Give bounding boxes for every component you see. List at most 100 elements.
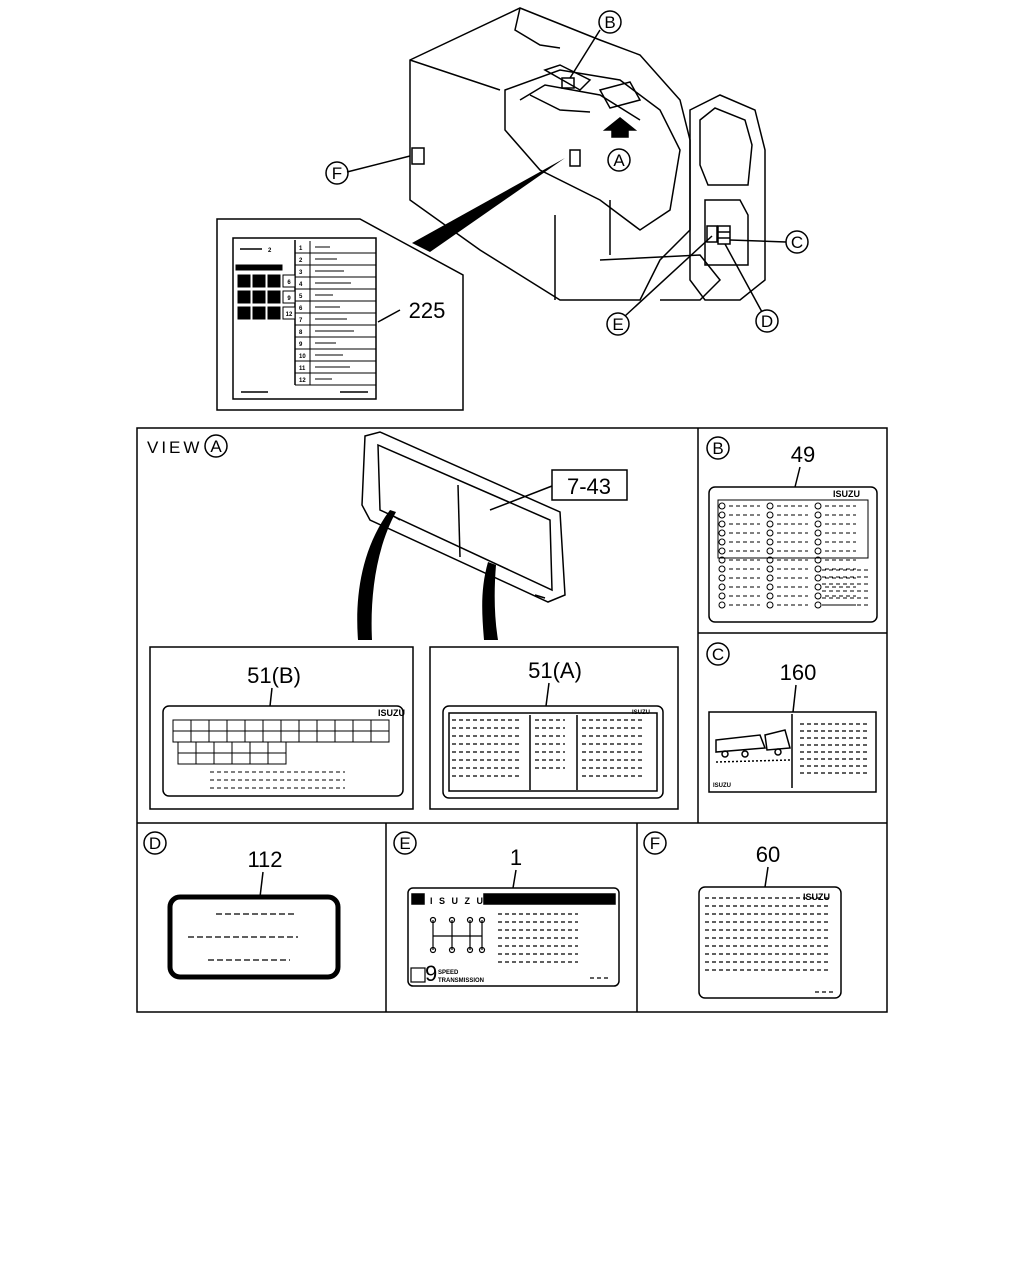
label-49-marker [766, 574, 774, 582]
label-49-marker [814, 565, 822, 573]
label-51b-cell [244, 719, 264, 732]
label-51b-cell [177, 752, 197, 765]
part-number-49: 49 [791, 442, 815, 467]
svg-text:A: A [210, 437, 222, 456]
label-51b-cell [370, 719, 390, 732]
label-51b-cell [195, 752, 215, 765]
label-49-marker [718, 511, 726, 519]
label-51b-cell [334, 719, 354, 732]
label-225-row-number: 1 [299, 246, 303, 252]
part-number-51a: 51(A) [528, 658, 582, 683]
svg-text:A: A [613, 151, 625, 170]
label-51b-cell [208, 730, 228, 743]
label-225-cell-number: 5 [257, 312, 261, 318]
label-225-row-number: 7 [299, 318, 303, 324]
label-225-cell [282, 306, 296, 320]
label-49-marker [718, 547, 726, 555]
label-51b-cell [172, 730, 192, 743]
label-49-marker [814, 502, 822, 510]
label-49-marker [766, 583, 774, 591]
label-51b-cell [208, 719, 228, 732]
label-225-cell [252, 274, 266, 288]
svg-text:B: B [712, 439, 723, 458]
svg-text:E: E [399, 834, 410, 853]
panel-e: E 1 I S U Z U 9 SPEED TRANSMISSION [393, 831, 620, 987]
svg-text:D: D [761, 312, 773, 331]
label-225-row-number: 3 [299, 270, 303, 276]
label-225-cell-number: 4 [242, 296, 246, 302]
part-number-1: 1 [510, 845, 522, 870]
callout-e: E [606, 235, 713, 336]
callout-d: D [724, 243, 779, 333]
label-49-marker [718, 601, 726, 609]
svg-text:VIEW: VIEW [147, 438, 202, 457]
label-225-cell [267, 274, 281, 288]
panel-d: D 112 [143, 831, 341, 980]
label-225-bar [235, 264, 283, 271]
label-225-cell-number: 10 [256, 280, 263, 286]
label-51b-cell [262, 730, 282, 743]
svg-text:TRANSMISSION: TRANSMISSION [438, 978, 484, 984]
label-49-marker [718, 529, 726, 537]
callout-a-top: A [607, 148, 631, 172]
label-51b-cell [267, 741, 287, 754]
label-51b-cell [172, 719, 192, 732]
label-49-marker [766, 592, 774, 600]
label-49-table [717, 499, 869, 559]
label-225-cell-number: 8 [272, 280, 276, 286]
label-51b-cell [267, 752, 287, 765]
part-number-60: 60 [756, 842, 780, 867]
label-225-row-number: 8 [299, 330, 303, 336]
label-49-marker [766, 511, 774, 519]
label-49-marker [766, 529, 774, 537]
label-225-cell-number: 3 [272, 312, 276, 318]
svg-text:C: C [712, 645, 724, 664]
label-51b-cell [213, 741, 233, 754]
label-49-marker [814, 601, 822, 609]
label-225-row-number: 9 [299, 342, 303, 348]
svg-text:I S U Z U: I S U Z U [430, 896, 485, 906]
label-225-cell-number: 6 [287, 280, 291, 286]
label-51b-cell [316, 730, 336, 743]
part-number-51b: 51(B) [247, 663, 301, 688]
label-51b-cell [262, 719, 282, 732]
part-number-7-43: 7-43 [567, 474, 611, 499]
label-225-cell [237, 290, 251, 304]
part-number-225: 225 [409, 298, 446, 323]
label-49-marker [766, 547, 774, 555]
label-49-marker [718, 592, 726, 600]
label-49-marker [718, 565, 726, 573]
svg-text:ISUZU: ISUZU [713, 783, 731, 789]
label-49-marker [766, 520, 774, 528]
label-225-cell [252, 306, 266, 320]
svg-text:ISUZU: ISUZU [378, 708, 405, 718]
label-49-marker [718, 520, 726, 528]
label-49-marker [718, 574, 726, 582]
label-225-row-number: 5 [299, 294, 303, 300]
svg-text:2: 2 [268, 248, 272, 254]
label-49-marker [718, 583, 726, 591]
label-225-row-number: 10 [299, 354, 306, 360]
label-51b-cell [231, 741, 251, 754]
label-225-row-number: 11 [299, 366, 306, 372]
svg-text:E: E [612, 315, 623, 334]
label-225-cell-number: 7 [242, 312, 246, 318]
label-51b-cell [316, 719, 336, 732]
label-51b-cell [190, 719, 210, 732]
label-51b-cell [280, 730, 300, 743]
label-49-marker [766, 538, 774, 546]
label-225-cell [237, 306, 251, 320]
cab-illustration [409, 7, 766, 301]
label-51b-cell [195, 741, 215, 754]
label-49-marker [814, 511, 822, 519]
label-51b-cell [226, 730, 246, 743]
label-49-marker [718, 502, 726, 510]
label-225-cell [267, 290, 281, 304]
label-225-cell [252, 290, 266, 304]
label-225-cell-number: 12 [286, 312, 293, 318]
label-225-cell [282, 274, 296, 288]
svg-text:SPEED: SPEED [438, 970, 459, 976]
label-225-cell [267, 306, 281, 320]
label-49-marker [766, 565, 774, 573]
